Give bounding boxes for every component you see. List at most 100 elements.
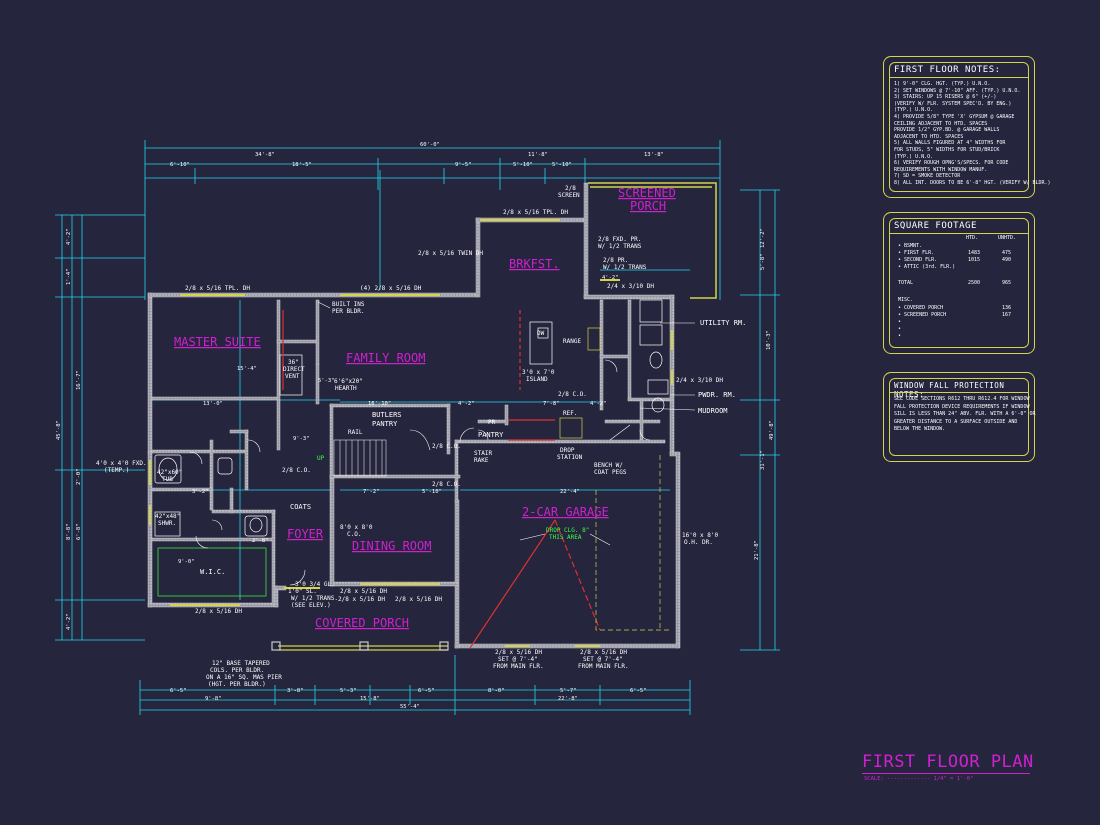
sq-total-row: TOTAL 2500 965 — [898, 280, 1026, 287]
sq-total-unhtd: 965 — [1002, 280, 1012, 286]
dim-bot-2: 3'-8" — [287, 688, 304, 694]
label-pantry: PANTRY — [478, 431, 504, 439]
screened-porch-outline — [588, 182, 717, 299]
dim-right-2: 5'-8" — [760, 253, 766, 270]
label-bench: BENCH W/ — [594, 462, 623, 469]
label-pwdr: PWDR. RM. — [698, 391, 736, 399]
first-floor-note-line: (VERIFY W/ FLR. SYSTEM SPEC'D. BY ENG.) — [894, 100, 1012, 107]
label-island2: ISLAND — [526, 376, 548, 383]
window-fall-note-line: GREATER DISTANCE TO A SURFACE OUTSIDE AN… — [894, 418, 1018, 425]
dim-int-4: 4'-2" — [458, 401, 475, 407]
label-built-ins: BUILT INS — [332, 301, 365, 308]
label-vent3: VENT — [285, 373, 300, 380]
label-brk-win: 2/8 x 5/16 TPL. DH — [503, 209, 568, 216]
sq-misc-row: • — [898, 333, 1026, 340]
label-front-win1: 2/8 x 5/16 DH — [340, 588, 387, 595]
first-floor-note-line: 7) SD = SMOKE DETECTOR — [894, 173, 961, 180]
garage-dashed — [595, 455, 670, 631]
window-fall-notes-title: WINDOW FALL PROTECTION NOTES: — [894, 381, 1005, 399]
dim-int-3: 15'-4" — [237, 366, 257, 372]
label-shwr2: SHWR. — [158, 520, 176, 527]
dim-top2-1: 6'-10" — [170, 162, 190, 168]
square-footage-panel: SQUARE FOOTAGE HTD. UNHTD. • BSMNT.• FIR… — [883, 212, 1035, 354]
first-floor-note-line: 5) ALL WALLS FIGURED AT 4" WIDTHS FOR — [894, 140, 1006, 147]
dim-bot-3: 5'-3" — [340, 688, 357, 694]
sq-row: • ATTIC (3rd. FLR.) — [898, 264, 1026, 271]
dim-bot-1: 6'-5" — [170, 688, 187, 694]
dim-int-11: 4'-2" — [602, 275, 619, 281]
dim-left-1: 4'-2" — [66, 228, 72, 245]
label-hearth2: HEARTH — [335, 385, 357, 392]
sq-cell-name: • FIRST FLR. — [898, 250, 935, 256]
sq-misc-cell-name: • — [898, 319, 902, 325]
label-sl: 1'0" SL. — [288, 588, 317, 595]
dim-int-7: 22'-4" — [560, 489, 580, 495]
label-butlers-pantry: PANTRY — [372, 420, 398, 428]
dim-bot2-1: 9'-8" — [205, 696, 222, 702]
label-cols: 12" BASE TAPERED — [212, 660, 270, 667]
label-stair: STAIR — [474, 450, 492, 457]
label-station: STATION — [557, 454, 583, 461]
sq-col-htd: HTD. — [966, 235, 979, 241]
window-fall-notes-frame — [889, 378, 1029, 456]
dim-top-3: 13'-8" — [644, 152, 664, 158]
label-co1: 2/8 C.O. — [282, 467, 311, 474]
first-floor-note-line: FOR STUDS, 5" WIDTHS FOR STUD/BRICK — [894, 147, 1000, 153]
label-vent2: DIRECT — [283, 366, 305, 373]
label-garage-win1b: SET @ 7'-4" — [498, 656, 538, 663]
label-co2: 2/8 C.O. — [432, 443, 461, 450]
sq-misc-cell-name: • — [898, 326, 902, 332]
first-floor-note-line: (TYP.) U.N.O. — [894, 107, 934, 114]
square-footage-frame — [889, 218, 1029, 348]
dim-int-13: 9'-0" — [178, 559, 195, 565]
dim-int-12: 3'-2" — [192, 489, 209, 495]
dim-int-14: 2'-8" — [252, 538, 269, 544]
dimension-lines — [55, 140, 780, 715]
stair — [333, 439, 387, 477]
dim-top-2: 11'-8" — [528, 152, 548, 158]
label-temp-win: 4'0 x 4'0 FXD. — [96, 460, 147, 467]
label-tub2: TUB — [162, 476, 173, 483]
window-fall-note-line: BELOW THE WINDOW. — [894, 426, 946, 432]
label-fxd-pr2: W/ 1/2 TRANS — [598, 243, 642, 250]
label-co4: 2/8 C.O. — [558, 391, 587, 398]
room-brkfst: BRKFST. — [509, 257, 560, 271]
dim-top2-4: 5'-10" — [513, 162, 533, 168]
walls — [147, 182, 681, 649]
sq-row: • BSMNT. — [898, 243, 1026, 250]
first-floor-note-line: 2) SET WINDOWS @ 7'-10" AFF. (TYP.) U.N.… — [894, 87, 1021, 94]
label-butlers: BUTLERS — [372, 411, 402, 419]
label-range: RANGE — [563, 338, 581, 345]
dim-int-1: 13'-0" — [203, 401, 223, 407]
label-coat-pegs: COAT PEGS — [594, 469, 627, 476]
dim-int-10: 9'-3" — [293, 436, 310, 442]
plan-scale: SCALE: ------------- 1/4" = 1'-0" — [864, 776, 974, 782]
leader-lines — [317, 301, 696, 546]
first-floor-notes-panel: FIRST FLOOR NOTES: 1) 9'-0" CLG. HGT. (T… — [883, 56, 1051, 198]
label-trans3: (SEE ELEV.) — [291, 602, 331, 609]
label-pr-trans2: W/ 1/2 TRANS — [603, 264, 647, 271]
label-dw: DW — [537, 330, 545, 337]
label-front-win2: 2/8 x 5/16 DH — [338, 596, 385, 603]
sq-cell-name: • BSMNT. — [898, 243, 923, 249]
first-floor-note-line: 1) 9'-0" CLG. HGT. (TYP.) U.N.O. — [894, 81, 991, 87]
dim-left-2: 1'-4" — [66, 268, 72, 285]
first-floor-note-line: ADJACENT TO HTD. SPACES — [894, 133, 964, 140]
label-drop-clg2: THIS AREA — [549, 534, 582, 541]
label-twin-dh: 2/8 x 5/16 TWIN DH — [418, 250, 483, 257]
label-hearth: 6'6"x20" — [334, 378, 363, 385]
sq-misc-row: • — [898, 319, 1026, 326]
sq-col-unhtd: UNHTD. — [998, 235, 1017, 241]
sq-total-htd: 2500 — [968, 280, 981, 286]
room-family-room: FAMILY ROOM — [346, 351, 425, 365]
dim-int-15: 5'-3" — [318, 378, 335, 384]
square-footage-rule — [890, 233, 1028, 234]
room-covered-porch: COVERED PORCH — [315, 616, 409, 630]
label-utility: UTILITY RM. — [700, 319, 746, 327]
dim-bot-7: 6'-5" — [630, 688, 647, 694]
first-floor-note-line: CEILING ADJACENT TO HTD. SPACES — [894, 120, 988, 127]
label-pwdr-dh: 2/4 x 3/10 DH — [676, 377, 723, 384]
room-screened-porch-line1: SCREENED — [618, 186, 676, 200]
